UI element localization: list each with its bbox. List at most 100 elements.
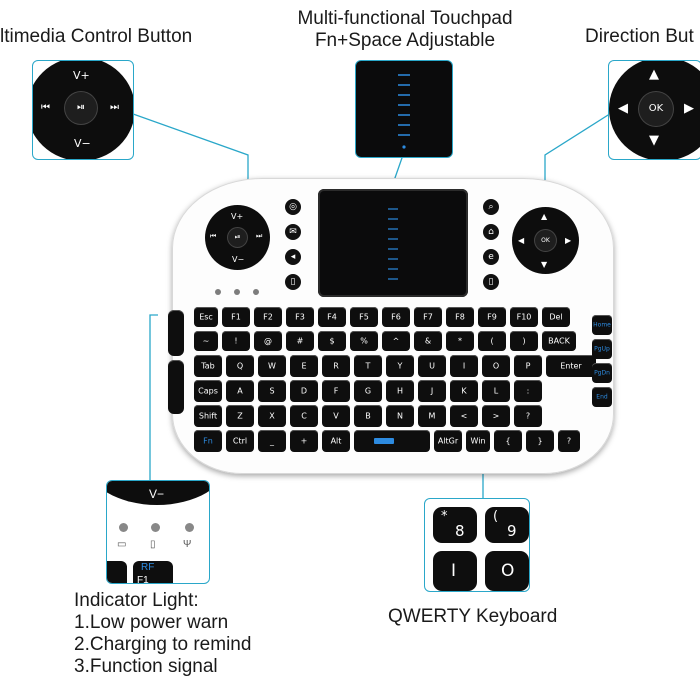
key-f1[interactable]: F1: [222, 307, 250, 327]
key-fn[interactable]: Fn: [194, 430, 222, 452]
mail-button[interactable]: ✉: [285, 224, 301, 240]
key-space[interactable]: [354, 430, 430, 452]
key-u[interactable]: U: [418, 355, 446, 377]
key-f2[interactable]: F2: [254, 307, 282, 327]
key-a[interactable]: A: [226, 380, 254, 402]
play-pause-icon: ⏯: [65, 92, 97, 124]
key-f6[interactable]: F6: [382, 307, 410, 327]
key-pgdn[interactable]: PgDn: [592, 363, 612, 383]
key-d[interactable]: D: [290, 380, 318, 402]
led-function: [185, 523, 194, 532]
multimedia-dpad: V+ V− ⏮ ⏭ ⏯: [33, 61, 133, 159]
key-sym[interactable]: @: [254, 331, 282, 351]
key-f7[interactable]: F7: [414, 307, 442, 327]
key-h[interactable]: H: [386, 380, 414, 402]
search-button[interactable]: ⌕: [483, 199, 499, 215]
key-j[interactable]: J: [418, 380, 446, 402]
key-b[interactable]: B: [354, 405, 382, 427]
right-mouse-button[interactable]: ▯: [483, 274, 499, 290]
key-sym[interactable]: #: [286, 331, 314, 351]
key-q[interactable]: Q: [226, 355, 254, 377]
volume-down-text-zoom: V−: [149, 487, 165, 501]
key-f9[interactable]: F9: [478, 307, 506, 327]
key-w[interactable]: W: [258, 355, 286, 377]
mute-button[interactable]: ◂: [285, 249, 301, 265]
key-sym[interactable]: $: [318, 331, 346, 351]
direction-dpad-zoom: ▲ ▼ ◀ ▶ OK: [609, 61, 700, 159]
key-pgup[interactable]: PgUp: [592, 339, 612, 359]
key-sym[interactable]: :: [514, 380, 542, 402]
key-sym[interactable]: (: [478, 331, 506, 351]
key-k[interactable]: K: [450, 380, 478, 402]
key-caps[interactable]: Caps: [194, 380, 222, 402]
key-sym[interactable]: &: [414, 331, 442, 351]
key-o[interactable]: O: [482, 355, 510, 377]
key-sym[interactable]: >: [482, 405, 510, 427]
key-p[interactable]: P: [514, 355, 542, 377]
key-sym[interactable]: +: [290, 430, 318, 452]
key-sym[interactable]: ): [510, 331, 538, 351]
key-i-zoom: I: [433, 551, 477, 591]
direction-callout: ▲ ▼ ◀ ▶ OK: [608, 60, 700, 160]
key-sym[interactable]: _: [258, 430, 286, 452]
side-right-click-button[interactable]: [168, 360, 184, 414]
key-sym[interactable]: ~: [194, 331, 218, 351]
key-g[interactable]: G: [354, 380, 382, 402]
arrow-down-icon: ▼: [649, 133, 659, 148]
indicator-led-3: [253, 289, 259, 295]
key-sym[interactable]: {: [494, 430, 522, 452]
direction-button[interactable]: ▲ ▼ ◀ ▶ OK: [512, 207, 579, 274]
multi-functional-touchpad[interactable]: [318, 189, 468, 297]
indicator-callout: V− ▭ ▯ Ψ RF F1: [106, 480, 210, 584]
key-n[interactable]: N: [386, 405, 414, 427]
key-l[interactable]: L: [482, 380, 510, 402]
key-i[interactable]: I: [450, 355, 478, 377]
indicator-led-1: [215, 289, 221, 295]
multimedia-control-button[interactable]: V+ V− ⏮ ⏭ ⏯: [205, 205, 270, 270]
key-tab[interactable]: Tab: [194, 355, 222, 377]
key-sym[interactable]: %: [350, 331, 378, 351]
left-mouse-button[interactable]: ▯: [285, 274, 301, 290]
key-sym[interactable]: }: [526, 430, 554, 452]
key-t[interactable]: T: [354, 355, 382, 377]
key-home[interactable]: Home: [592, 315, 612, 335]
key-c[interactable]: C: [290, 405, 318, 427]
key-y[interactable]: Y: [386, 355, 414, 377]
key-esc[interactable]: Esc: [194, 307, 218, 327]
web-button[interactable]: e: [483, 249, 499, 265]
home-button[interactable]: ◎: [285, 199, 301, 215]
key-del[interactable]: Del: [542, 307, 570, 327]
key-x[interactable]: X: [258, 405, 286, 427]
key-back[interactable]: BACK: [542, 331, 576, 351]
key-f4[interactable]: F4: [318, 307, 346, 327]
key-end[interactable]: End: [592, 387, 612, 407]
key-r[interactable]: R: [322, 355, 350, 377]
key-f[interactable]: F: [322, 380, 350, 402]
browser-home-button[interactable]: ⌂: [483, 224, 499, 240]
key-alt[interactable]: Alt: [322, 430, 350, 452]
key-f8[interactable]: F8: [446, 307, 474, 327]
key-sym[interactable]: ?: [558, 430, 580, 452]
key-altgr[interactable]: AltGr: [434, 430, 462, 452]
previous-track-icon: ⏮: [41, 102, 50, 113]
key-ctrl[interactable]: Ctrl: [226, 430, 254, 452]
side-left-click-button[interactable]: [168, 310, 184, 356]
arrow-up-icon: ▲: [649, 67, 659, 82]
key-shift[interactable]: Shift: [194, 405, 222, 427]
key-z[interactable]: Z: [226, 405, 254, 427]
key-sym[interactable]: ^: [382, 331, 410, 351]
key-s[interactable]: S: [258, 380, 286, 402]
key-v[interactable]: V: [322, 405, 350, 427]
key-f10[interactable]: F10: [510, 307, 538, 327]
key-win[interactable]: Win: [466, 430, 490, 452]
key-m[interactable]: M: [418, 405, 446, 427]
key-f3[interactable]: F3: [286, 307, 314, 327]
key-e[interactable]: E: [290, 355, 318, 377]
key-sym[interactable]: !: [222, 331, 250, 351]
key-sym[interactable]: <: [450, 405, 478, 427]
key-f5[interactable]: F5: [350, 307, 378, 327]
key-enter[interactable]: Enter: [546, 355, 596, 377]
battery-icon: ▭: [117, 539, 127, 550]
key-sym[interactable]: ?: [514, 405, 542, 427]
key-sym[interactable]: *: [446, 331, 474, 351]
